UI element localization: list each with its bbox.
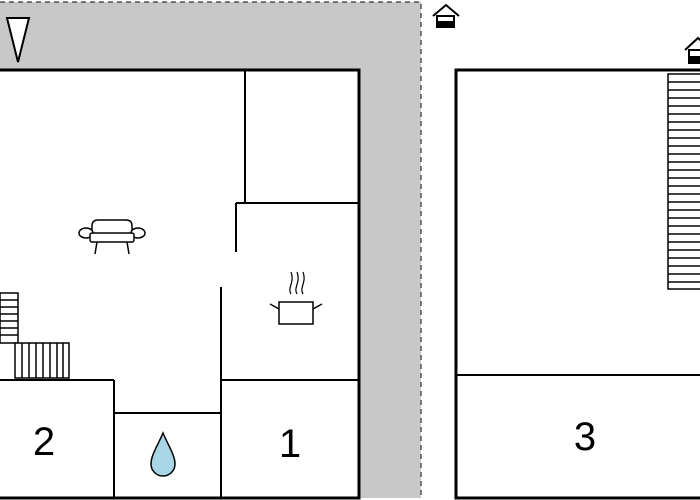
- room-number-3: 3: [574, 415, 596, 459]
- terrace-area: [0, 1, 422, 498]
- north-arrow-icon: [5, 17, 31, 63]
- sofa-icon: [78, 219, 146, 255]
- house-icon: [684, 36, 700, 64]
- stairs-icon: [0, 292, 70, 379]
- house-icon: [432, 3, 460, 28]
- water-drop-icon: [150, 431, 176, 477]
- left-building: [0, 68, 361, 500]
- room-number-2: 2: [33, 420, 55, 464]
- room-number-1: 1: [279, 422, 301, 466]
- cooking-pot-icon: [269, 271, 323, 325]
- stairs-icon: [667, 73, 700, 290]
- right-building: [454, 68, 700, 500]
